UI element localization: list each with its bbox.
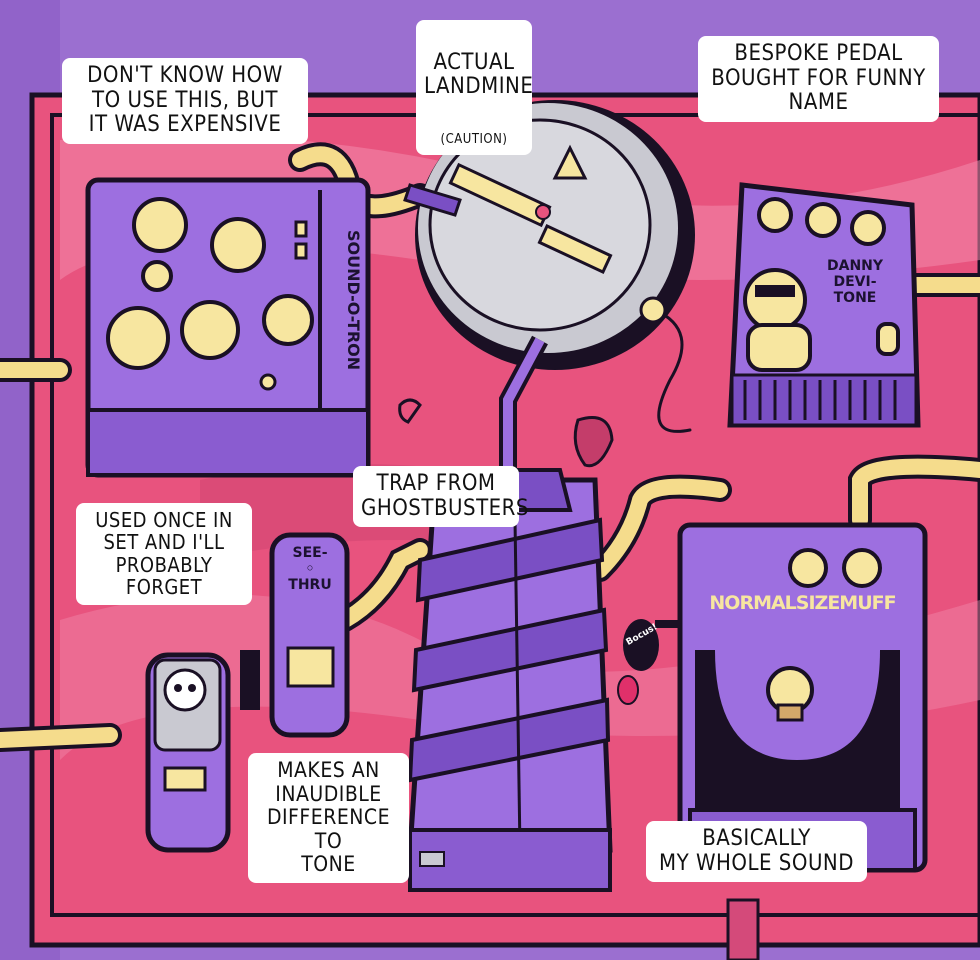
ghost-trap-pedal bbox=[407, 335, 613, 892]
normal-size-muff-label: NORMALSIZEMUFF bbox=[709, 592, 896, 614]
caption-used-once: USED ONCE IN SET AND I'LL PROBABLY FORGE… bbox=[78, 505, 250, 603]
caption-whole-sound: BASICALLY MY WHOLE SOUND bbox=[648, 823, 865, 881]
caption-inaudible-difference: MAKES AN INAUDIBLE DIFFERENCE TO TONE bbox=[250, 755, 407, 881]
sound-o-tron-label: SOUND-O-TRON bbox=[344, 229, 363, 371]
danny-devitone-label: DANNY DEVI- TONE bbox=[826, 258, 884, 306]
normal-size-muff-pedal bbox=[677, 522, 928, 873]
see-thru-pedal bbox=[269, 532, 350, 738]
caption-landmine-note: (CAUTION) bbox=[440, 131, 508, 147]
caption-landmine: ACTUAL LANDMINE (CAUTION) bbox=[418, 22, 534, 154]
skull-pedal bbox=[145, 652, 231, 853]
landmine bbox=[403, 100, 695, 370]
caption-sound-o-tron: DON'T KNOW HOW TO USE THIS, BUT IT WAS E… bbox=[64, 60, 306, 142]
caption-landmine-title: ACTUAL LANDMINE bbox=[424, 49, 534, 100]
danny-devitone-pedal bbox=[727, 182, 921, 428]
sound-o-tron-pedal bbox=[85, 177, 371, 478]
guitar-picks bbox=[398, 398, 659, 705]
caption-ghost-trap: TRAP FROM GHOSTBUSTERS bbox=[355, 468, 529, 526]
caption-danny-devitone: BESPOKE PEDAL BOUGHT FOR FUNNY NAME bbox=[700, 38, 937, 120]
see-thru-label: SEE- ◦ THRU bbox=[288, 545, 332, 593]
